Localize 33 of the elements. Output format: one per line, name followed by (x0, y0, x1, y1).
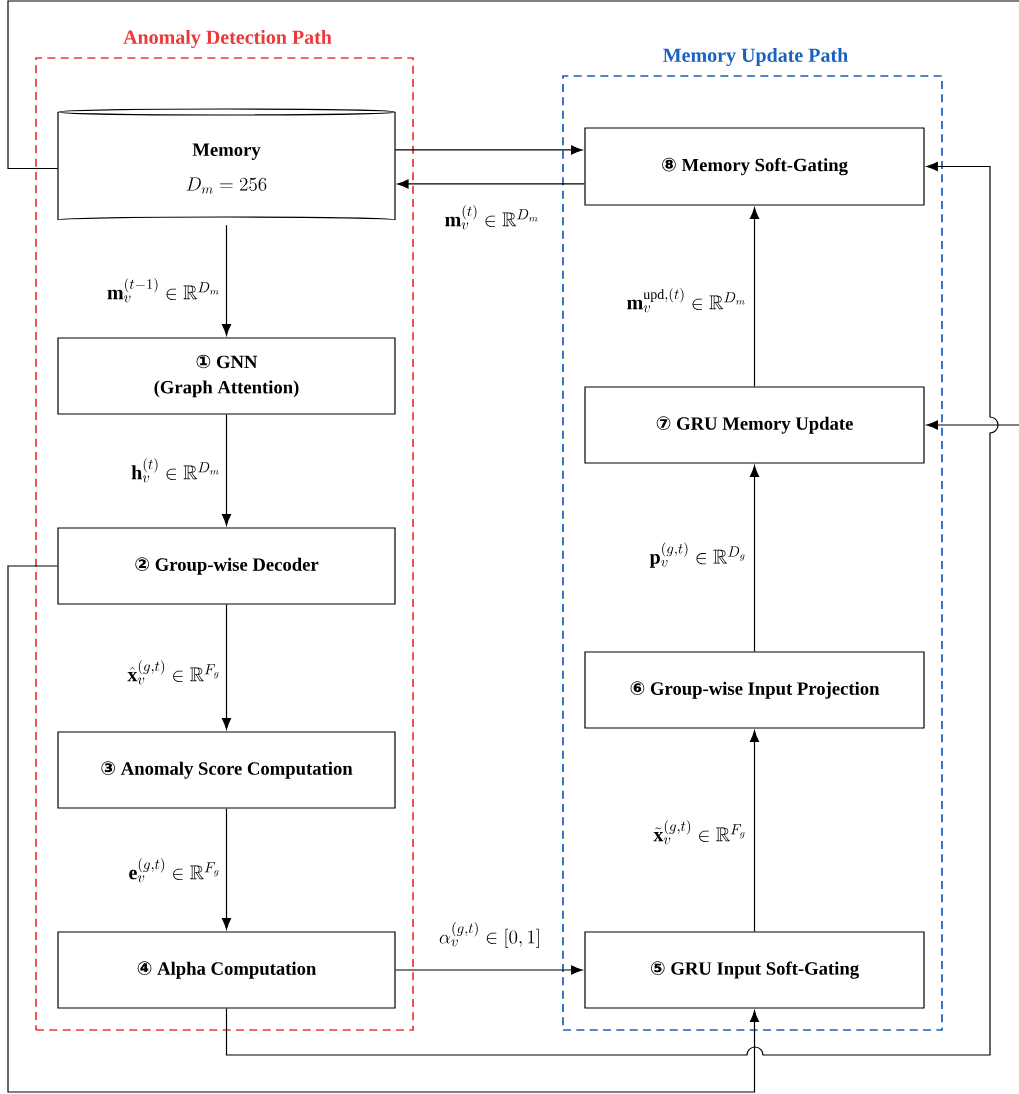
arrow (221, 224, 232, 336)
edge-label: $\mathbf{h}_v^{(t)} \in \mathbb{R}^{D_m}$ (129, 456, 222, 484)
edge-label: $\mathbf{m}_v^{\mathrm{upd},(t)} \in \mathbb{R}^{D_m}$ (625, 286, 748, 314)
arrow (7, 565, 760, 1093)
arrow (749, 730, 760, 932)
group-title: Memory Update Path (663, 47, 848, 67)
process-box: ⑥ Group-wise Input Projection (584, 651, 925, 729)
group-title: Anomaly Detection Path (123, 29, 332, 49)
edge-label: $\mathbf{m}_v^{(t)} \in \mathbb{R}^{D_m}$ (443, 203, 541, 231)
process-box: ⑦ GRU Memory Update (584, 386, 925, 464)
process-box: ② Group-wise Decoder (57, 527, 396, 605)
process-box: ⑧ Memory Soft-Gating (584, 127, 925, 206)
process-box: ① GNN (Graph Attention) (57, 337, 396, 415)
arrow (221, 414, 232, 526)
arrow (221, 808, 232, 930)
arrow (225, 161, 999, 1056)
process-box: ④ Alpha Computation (57, 931, 396, 1009)
arrow (749, 207, 760, 387)
memory-cylinder: Memory $D_m = 256$ (57, 108, 396, 221)
edge-label: $\tilde{\mathbf{x}}_v^{(g,t)} \in \mathbb{R}^{F_g}$ (652, 818, 748, 846)
edge-label: $\mathbf{e}_v^{(g,t)} \in \mathbb{R}^{F_g}$ (127, 856, 222, 884)
edge-label: $\mathbf{m}_v^{(t-1)} \in \mathbb{R}^{D_m}$ (105, 276, 222, 304)
arrow (749, 465, 760, 652)
arrow (395, 965, 583, 975)
edge-label: $\hat{\mathbf{x}}_v^{(g,t)} \in \mathbb{R}^{F_g}$ (126, 658, 222, 686)
edge-label: $\mathbf{p}_v^{(g,t)} \in \mathbb{R}^{D_g}$ (648, 540, 748, 570)
process-box: ⑤ GRU Input Soft-Gating (584, 931, 925, 1009)
arrow (397, 179, 585, 189)
process-box: ③ Anomaly Score Computation (57, 731, 396, 809)
edge-label: $\alpha_v^{(g,t)} \in [0,1]$ (437, 920, 543, 950)
arrow (7, 0, 1019, 430)
arrow (221, 604, 232, 730)
arrow (394, 145, 583, 155)
